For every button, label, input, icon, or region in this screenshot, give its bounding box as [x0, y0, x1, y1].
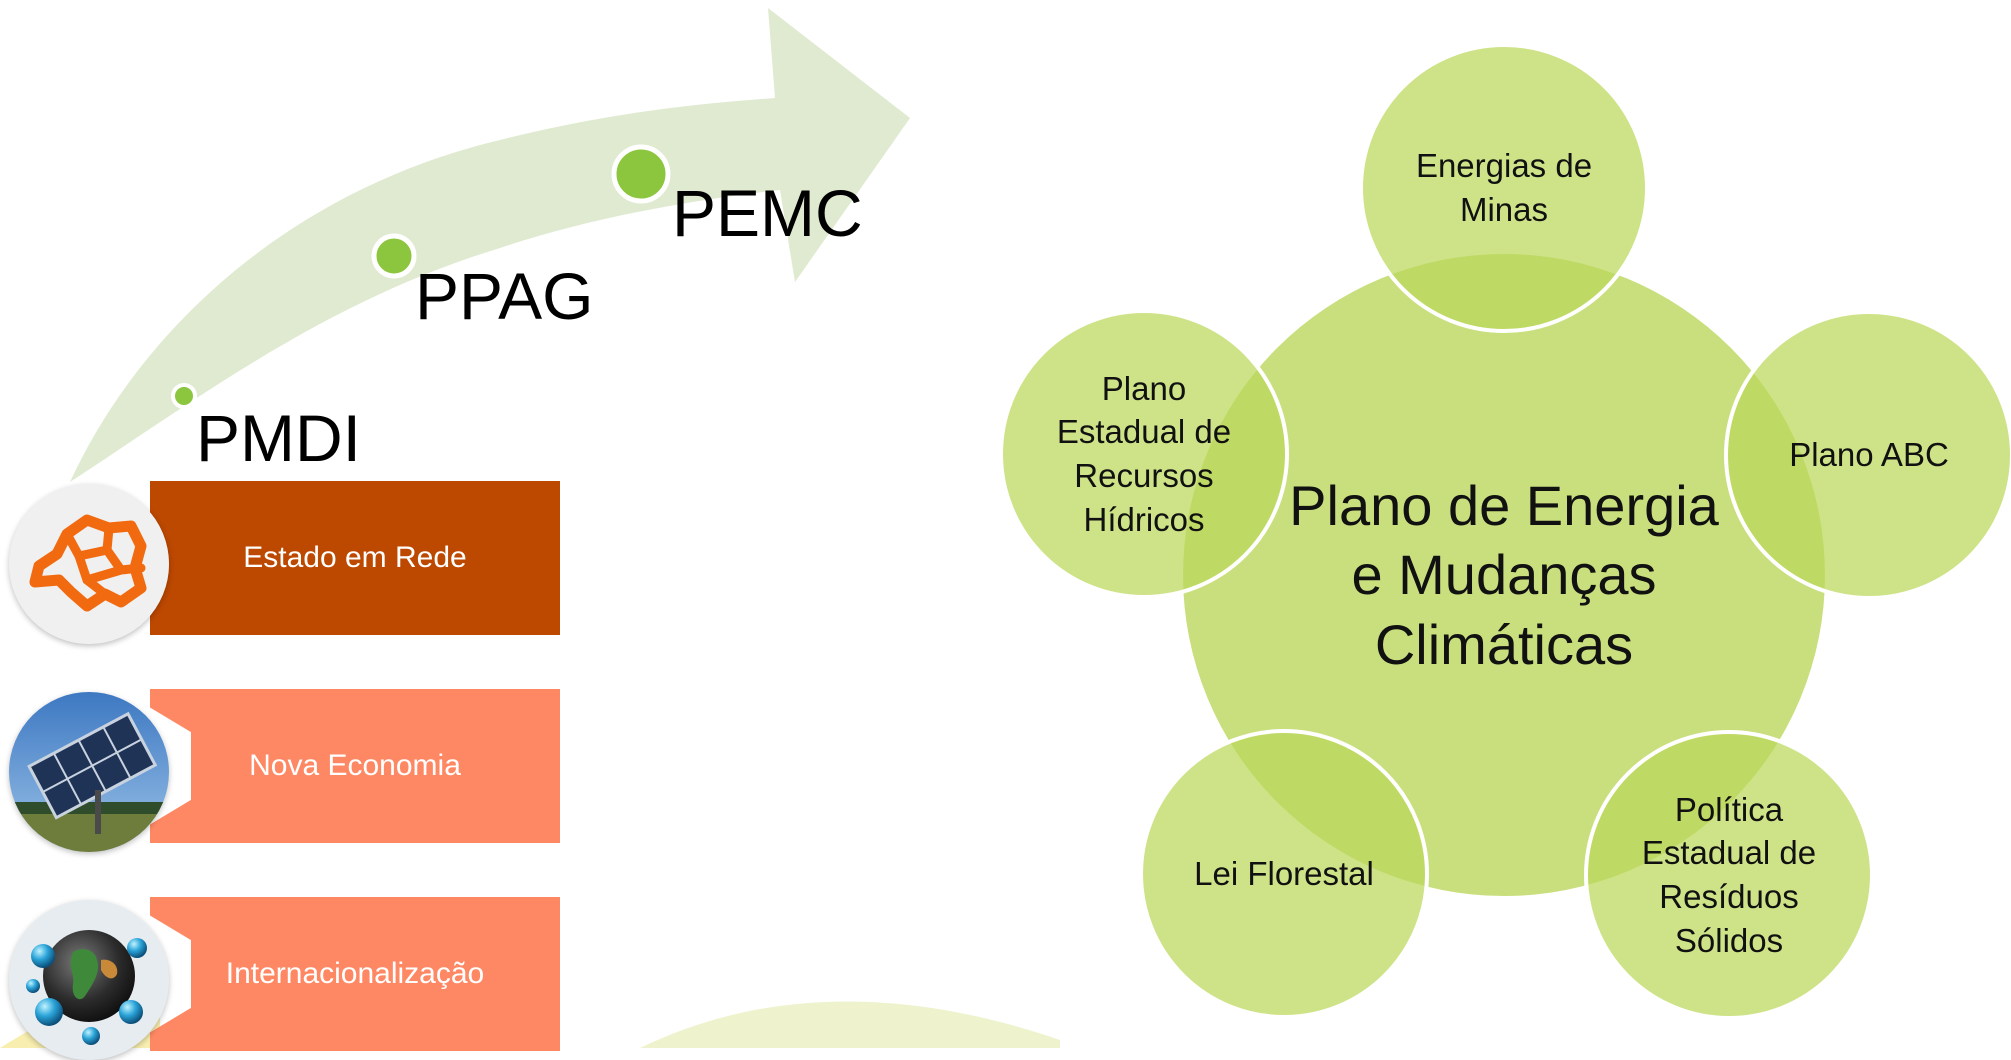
diagram-center-label: Plano de Energia e Mudanças Climáticas [1289, 473, 1719, 676]
milestone-label-pemc: PEMC [672, 176, 863, 250]
initiative-label: Estado em Rede [243, 541, 467, 574]
solar-panel-icon [9, 692, 169, 852]
milestone-dot-pmdi [171, 383, 197, 409]
diagram-node-label: Política Estadual de Resíduos Sólidos [1641, 790, 1817, 959]
initiative-label: Nova Economia [249, 749, 461, 782]
diagram-node-lei-florestal: Lei Florestal [1139, 729, 1429, 1019]
diagram-node-label: Lei Florestal [1194, 855, 1374, 893]
diagram-node-residuos-solidos: Política Estadual de Resíduos Sólidos [1584, 730, 1874, 1020]
globe-icon [9, 900, 169, 1060]
diagram-node-label: Plano Estadual de Recursos Hídricos [1056, 369, 1232, 538]
diagram-node-recursos-hidricos: Plano Estadual de Recursos Hídricos [999, 309, 1289, 599]
diagram-node-label: Plano ABC [1789, 436, 1949, 474]
diagram-node-plano-abc: Plano ABC [1724, 310, 2011, 600]
milestone-label-ppag: PPAG [415, 259, 594, 333]
initiative-banner-nova-economia: Nova Economia [150, 689, 560, 843]
initiative-label: Internacionalização [225, 957, 485, 990]
milestone-dot-pemc [611, 144, 671, 204]
milestone-label-pmdi: PMDI [196, 401, 361, 475]
background-swoosh [640, 1001, 1060, 1048]
network-map-icon [9, 484, 169, 644]
milestone-dot-ppag [371, 233, 417, 279]
arrow-body [70, 8, 910, 482]
initiative-banner-internacionalizacao: Internacionalização [150, 897, 560, 1051]
initiative-banner-estado-em-rede: Estado em Rede [150, 481, 560, 635]
diagram-node-label: Energias de Minas [1415, 147, 1593, 228]
diagram-node-energias-de-minas: Energias de Minas [1359, 43, 1649, 333]
